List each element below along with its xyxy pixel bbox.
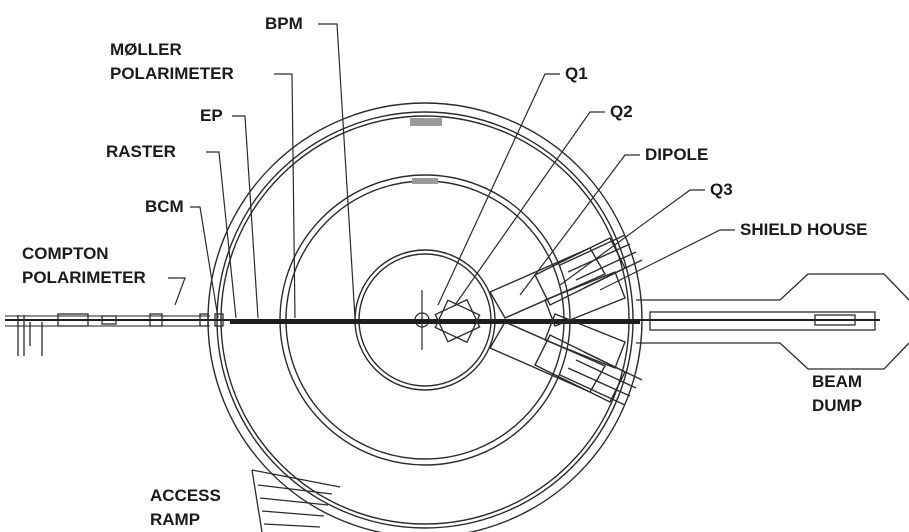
- label-access-line2: RAMP: [150, 510, 201, 529]
- inner-ring-marker: [412, 178, 438, 184]
- label-ep: EP: [200, 106, 223, 125]
- left-arm-spectrometer: [489, 234, 643, 327]
- leader-lines: [168, 23, 735, 319]
- label-access-line1: ACCESS: [150, 486, 221, 505]
- label-moller-line2: POLARIMETER: [110, 64, 234, 83]
- label-q2: Q2: [610, 102, 633, 121]
- label-compton-line2: POLARIMETER: [22, 268, 146, 287]
- beamline: [5, 315, 880, 327]
- right-arm-spectrometer: [489, 313, 643, 406]
- label-shield-house: SHIELD HOUSE: [740, 220, 868, 239]
- label-raster: RASTER: [106, 142, 176, 161]
- label-q3: Q3: [710, 180, 733, 199]
- label-q1: Q1: [565, 64, 588, 83]
- label-moller-line1: MØLLER: [110, 40, 182, 59]
- hall-top-marker: [410, 118, 442, 126]
- label-beam-line2: DUMP: [812, 396, 863, 415]
- dump-tunnel: [636, 273, 909, 370]
- inner-quads: [434, 298, 481, 344]
- label-dipole: DIPOLE: [645, 145, 709, 164]
- compton-chicane: [17, 313, 224, 356]
- label-compton-line1: COMPTON: [22, 244, 109, 263]
- label-beam-line1: BEAM: [812, 372, 863, 391]
- access-ramp: [251, 469, 341, 532]
- label-bpm: BPM: [265, 14, 303, 33]
- label-bcm: BCM: [145, 197, 184, 216]
